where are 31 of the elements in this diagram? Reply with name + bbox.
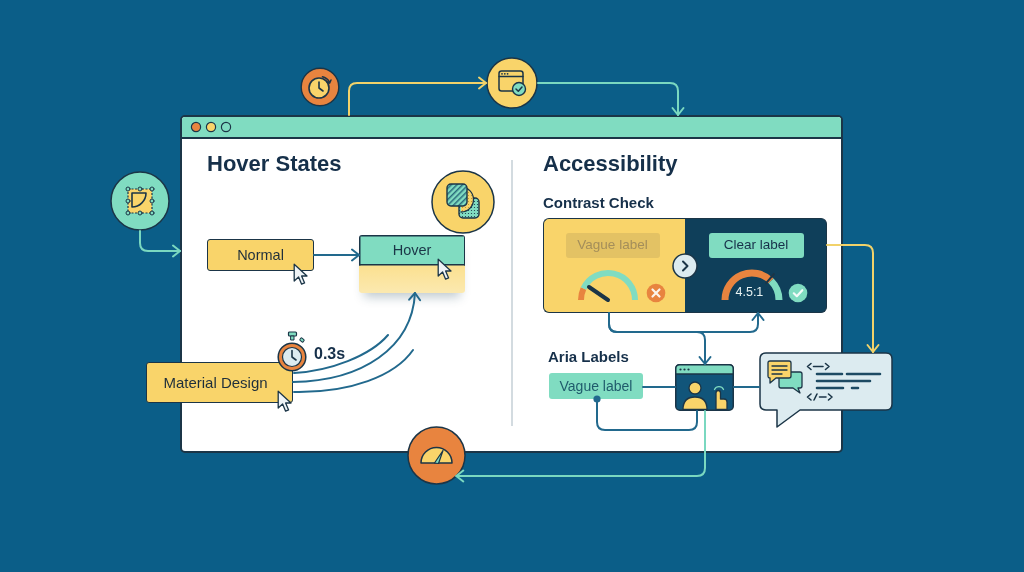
section-heading: Hover States (207, 151, 342, 177)
arrow (455, 410, 706, 483)
ui-button: Material Design (146, 362, 293, 403)
browser-check-icon (486, 57, 538, 109)
ui-button: Normal (207, 239, 314, 271)
subsection-heading: Aria Labels (548, 348, 629, 366)
connector-line (642, 386, 676, 388)
arrow (826, 244, 880, 353)
arrow (608, 312, 712, 365)
state-label: Hover (392, 241, 432, 259)
speech-bubble (759, 352, 893, 428)
curved-arrow (292, 292, 421, 383)
arrow (139, 230, 181, 258)
subsection-heading: Contrast Check (543, 194, 654, 212)
label-chip: Clear label (708, 232, 804, 258)
label-chip: Vague label (549, 373, 643, 399)
duration-label: 0.3s (314, 345, 346, 364)
user-hand-icon (675, 364, 734, 411)
connector-line (593, 395, 698, 431)
arrow (537, 82, 685, 116)
section-heading: Accessibility (543, 151, 678, 177)
gauge-icon (407, 426, 466, 485)
arrow (348, 76, 487, 116)
hover-preview-card (359, 235, 465, 293)
low-contrast-panel (543, 218, 685, 313)
faded-label-chip: Vague label (565, 232, 660, 258)
high-contrast-panel (685, 218, 827, 313)
arrow (313, 248, 360, 262)
vector-shape-icon (110, 171, 170, 231)
ratio-value: 4.5:1 (735, 284, 764, 299)
connector-line (733, 386, 760, 388)
